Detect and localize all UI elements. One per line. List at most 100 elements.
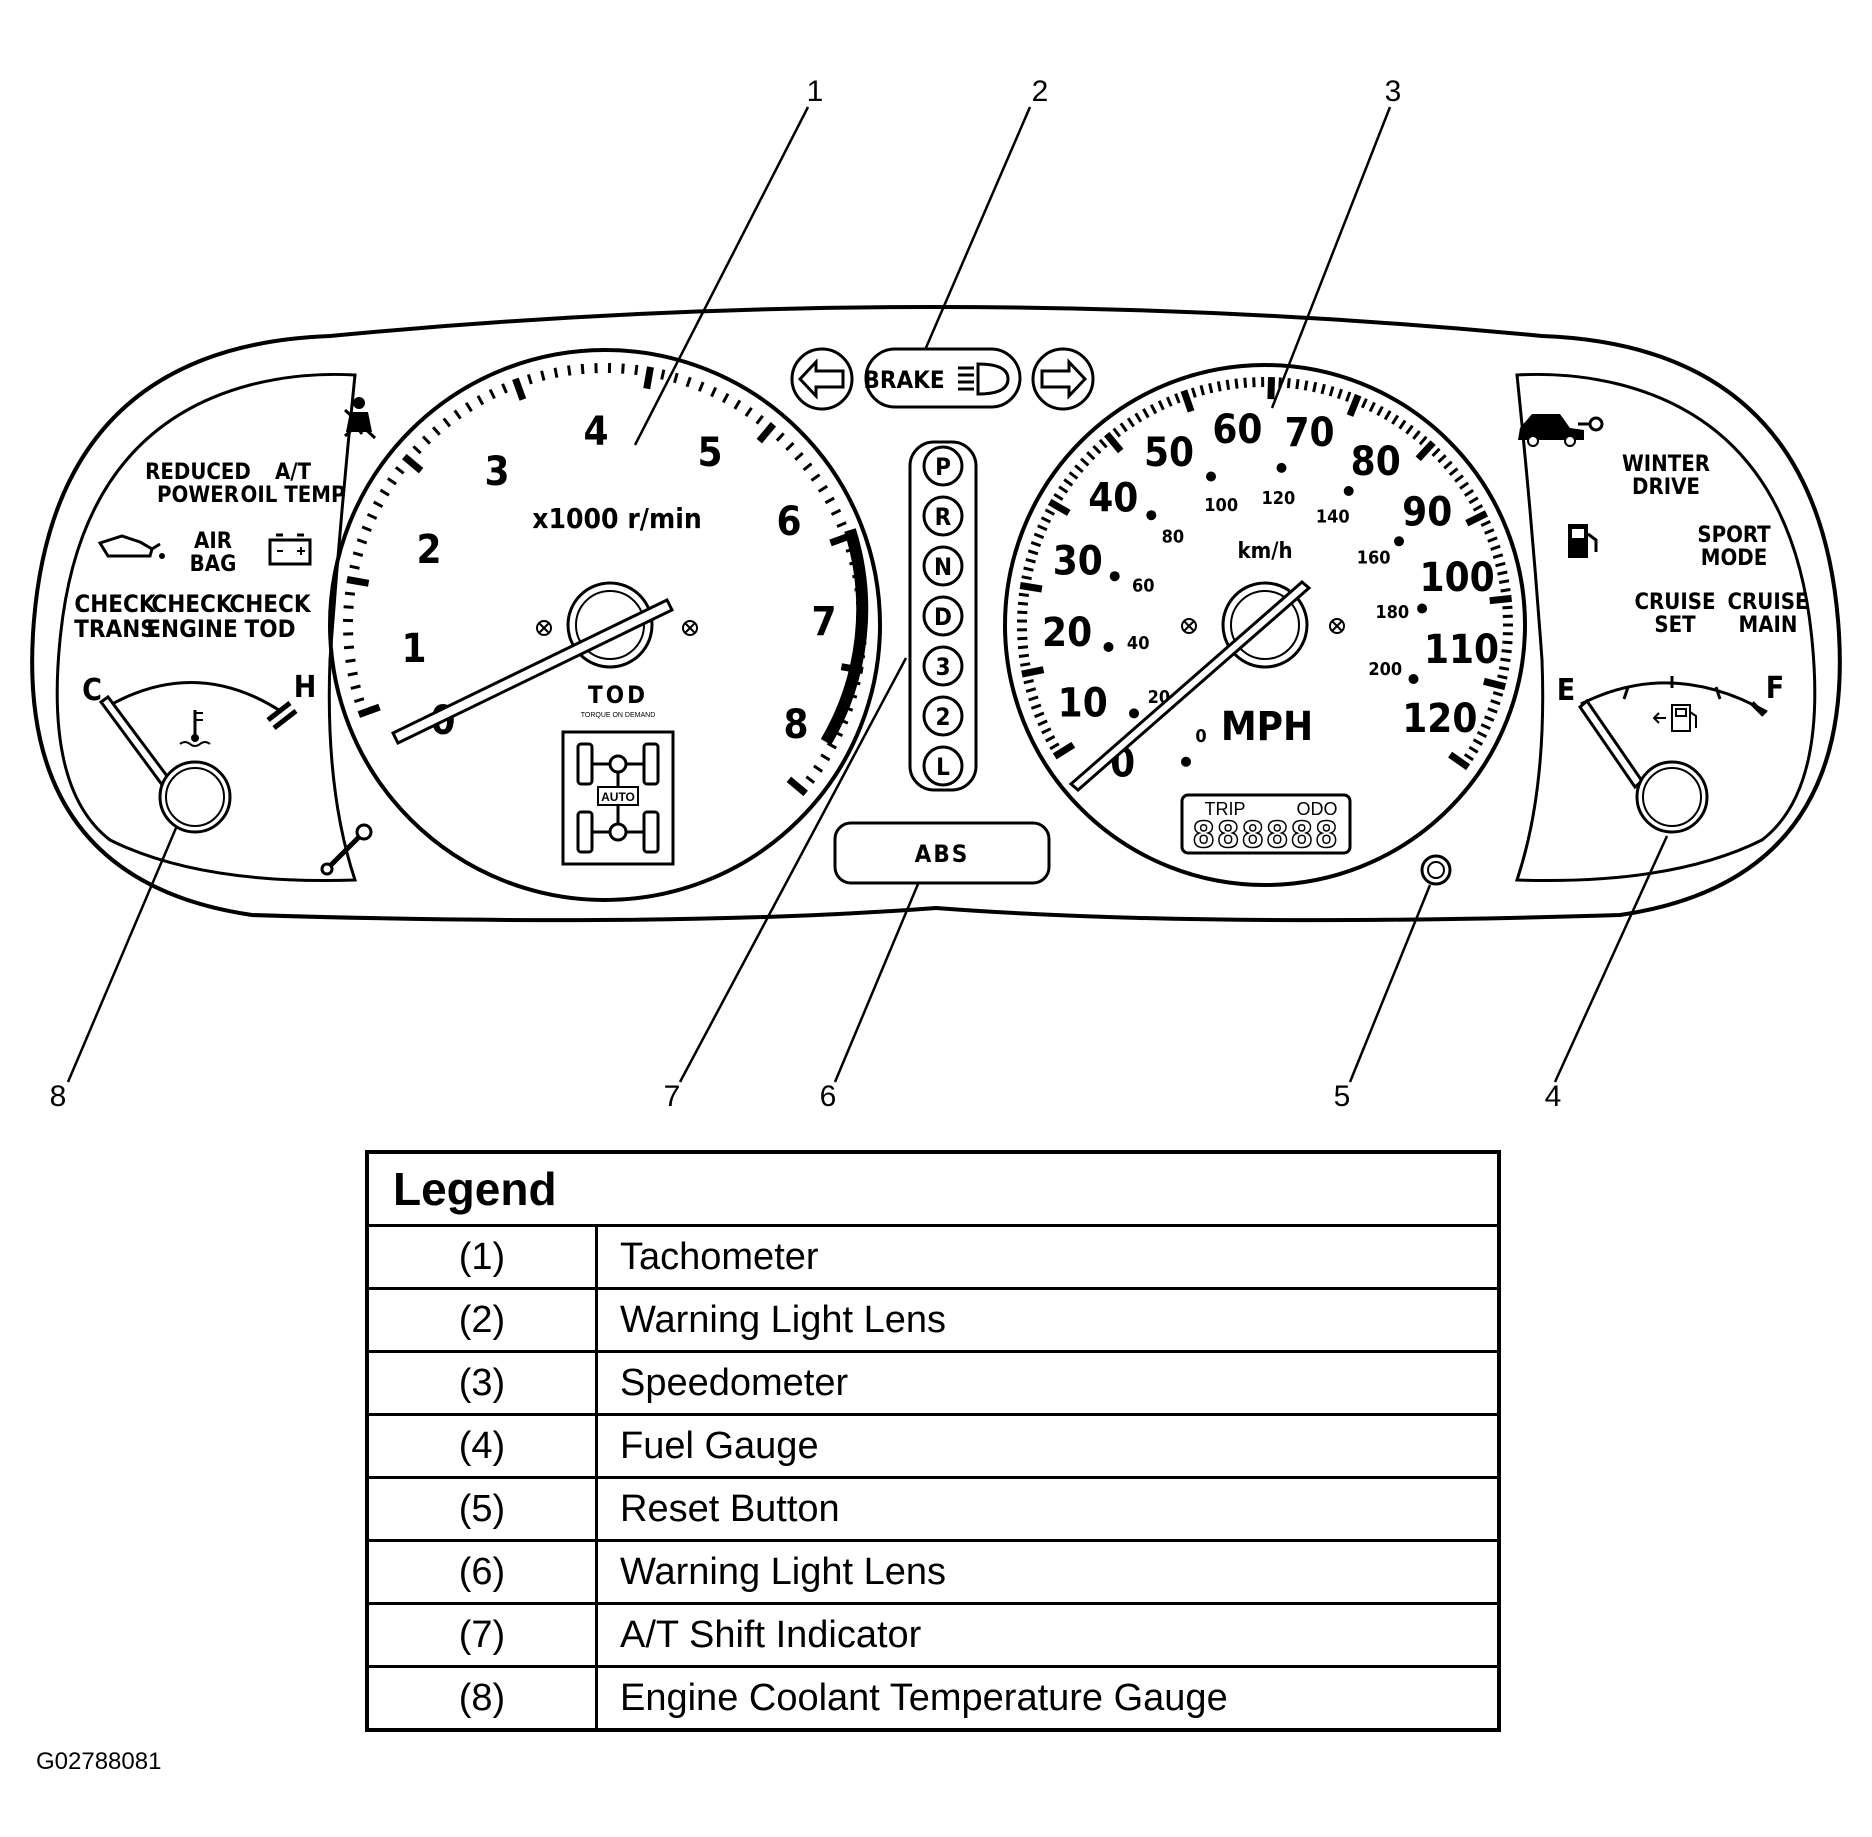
speedo-major-tick xyxy=(1415,440,1436,462)
shift-position-l: L xyxy=(936,753,950,781)
tach-label-8: 8 xyxy=(783,702,808,748)
fuel-pump-icon xyxy=(1652,704,1697,732)
speedo-minor-tick xyxy=(1017,610,1028,615)
speedo-mph-label: 40 xyxy=(1088,476,1138,522)
tach-minor-tick xyxy=(386,477,397,486)
speedo-minor-tick xyxy=(1295,379,1300,390)
right-turn-signal-icon xyxy=(1040,358,1088,400)
speedo-minor-tick xyxy=(1037,719,1048,727)
speedo-kmh-dot xyxy=(1109,571,1120,582)
speedo-minor-tick xyxy=(1500,657,1511,663)
speedo-minor-tick xyxy=(1376,405,1384,417)
callout-3: 3 xyxy=(1385,75,1402,108)
speedo-mph-unit: MPH xyxy=(1221,704,1313,750)
legend-row-number: (3) xyxy=(367,1350,598,1415)
speedo-minor-tick xyxy=(1468,496,1479,505)
speedo-minor-tick xyxy=(1487,707,1498,714)
speedo-minor-tick xyxy=(1030,540,1042,548)
speedo-kmh-label: 180 xyxy=(1375,602,1409,623)
tach-minor-tick xyxy=(721,392,730,404)
speedo-major-tick xyxy=(1483,677,1507,691)
top-warning-light-lens: BRAKE xyxy=(790,347,1095,411)
tach-unit-label: x1000 r/min xyxy=(532,502,702,535)
wrench-maintenance-icon xyxy=(320,823,373,876)
legend-row-description: Reset Button xyxy=(596,1476,1499,1541)
tach-major-tick xyxy=(512,377,527,401)
speedo-minor-tick xyxy=(1336,388,1343,400)
legend-row-description: Engine Coolant Temperature Gauge xyxy=(596,1665,1499,1730)
legend-row-number: (1) xyxy=(367,1224,598,1289)
speedo-minor-tick xyxy=(1328,386,1335,397)
legend-row-description: Tachometer xyxy=(596,1224,1499,1289)
battery-icon xyxy=(268,533,312,566)
speedo-mph-label: 100 xyxy=(1420,555,1495,601)
legend-row: (5)Reset Button xyxy=(367,1476,1499,1541)
tach-minor-tick xyxy=(794,451,804,461)
speedo-kmh-label: 140 xyxy=(1316,507,1350,528)
tach-minor-tick xyxy=(567,365,572,376)
speedo-minor-tick xyxy=(1017,645,1029,650)
speedo-minor-tick xyxy=(1472,504,1484,512)
speedo-minor-tick xyxy=(1030,703,1042,710)
speedo-minor-tick xyxy=(1142,408,1150,419)
trip-odometer-display: TRIP ODO 888888 xyxy=(1180,793,1352,857)
speedo-minor-tick xyxy=(1023,566,1034,572)
legend-row: (6)Warning Light Lens xyxy=(367,1539,1499,1604)
tach-minor-tick xyxy=(836,521,847,528)
tach-label-6: 6 xyxy=(776,499,801,545)
legend-row-description: Fuel Gauge xyxy=(596,1413,1499,1478)
speedo-minor-tick xyxy=(1074,464,1084,474)
speedo-minor-tick xyxy=(1454,474,1464,483)
speedo-major-tick xyxy=(1489,594,1512,605)
callout-7: 7 xyxy=(664,1080,681,1113)
tach-minor-tick xyxy=(501,383,508,394)
tach-minor-tick xyxy=(431,426,441,436)
callout-leader-lines xyxy=(66,106,1669,1083)
speedo-mph-label: 90 xyxy=(1402,489,1452,535)
speedo-minor-tick xyxy=(1021,575,1032,581)
speedo-minor-tick xyxy=(1044,508,1055,516)
speedo-minor-tick xyxy=(1498,579,1510,584)
speedo-kmh-label: 120 xyxy=(1261,488,1295,509)
speedo-minor-tick xyxy=(1079,457,1090,467)
legend-row-number: (5) xyxy=(367,1476,598,1541)
speedo-minor-tick xyxy=(1498,666,1510,671)
speedo-kmh-dot xyxy=(1146,510,1157,521)
tach-minor-tick xyxy=(540,370,546,381)
speedo-minor-tick xyxy=(1443,460,1453,470)
odometer-digits: 888888 xyxy=(1192,815,1339,856)
left-turn-signal-icon xyxy=(797,358,845,400)
tach-label-5: 5 xyxy=(697,430,722,476)
speedo-major-tick xyxy=(1021,666,1045,678)
speedo-kmh-label: 0 xyxy=(1195,726,1206,747)
legend-row-number: (8) xyxy=(367,1665,598,1730)
tach-minor-tick xyxy=(802,462,813,472)
speedo-minor-tick xyxy=(1501,649,1512,654)
tach-minor-tick xyxy=(372,500,384,509)
tach-major-tick xyxy=(402,453,424,474)
odo-label: ODO xyxy=(1296,799,1337,819)
tach-minor-tick xyxy=(785,441,795,451)
tach-minor-tick xyxy=(343,645,355,650)
tachometer: 0 1 2 3 4 5 6 7 8 x1000 r/min TOD TORQUE… xyxy=(328,348,882,902)
speedo-minor-tick xyxy=(1383,410,1392,421)
high-beam-icon xyxy=(958,362,1010,396)
speedo-minor-tick xyxy=(1492,691,1504,697)
tod-badge-subtext: TORQUE ON DEMAND xyxy=(581,712,656,719)
speedo-minor-tick xyxy=(1463,488,1475,497)
speedo-mph-label: 20 xyxy=(1042,610,1092,656)
tod-badge: TOD xyxy=(588,681,648,709)
speedo-minor-tick xyxy=(1234,378,1239,389)
speedo-minor-tick xyxy=(1190,387,1197,398)
speedo-major-tick xyxy=(1267,377,1275,400)
speedo-minor-tick xyxy=(1020,662,1031,667)
speedo-kmh-dot xyxy=(1129,708,1139,719)
speedo-kmh-dot xyxy=(1343,486,1354,496)
speedo-minor-tick xyxy=(1040,516,1052,524)
speedo-kmh-label: 60 xyxy=(1132,576,1155,597)
